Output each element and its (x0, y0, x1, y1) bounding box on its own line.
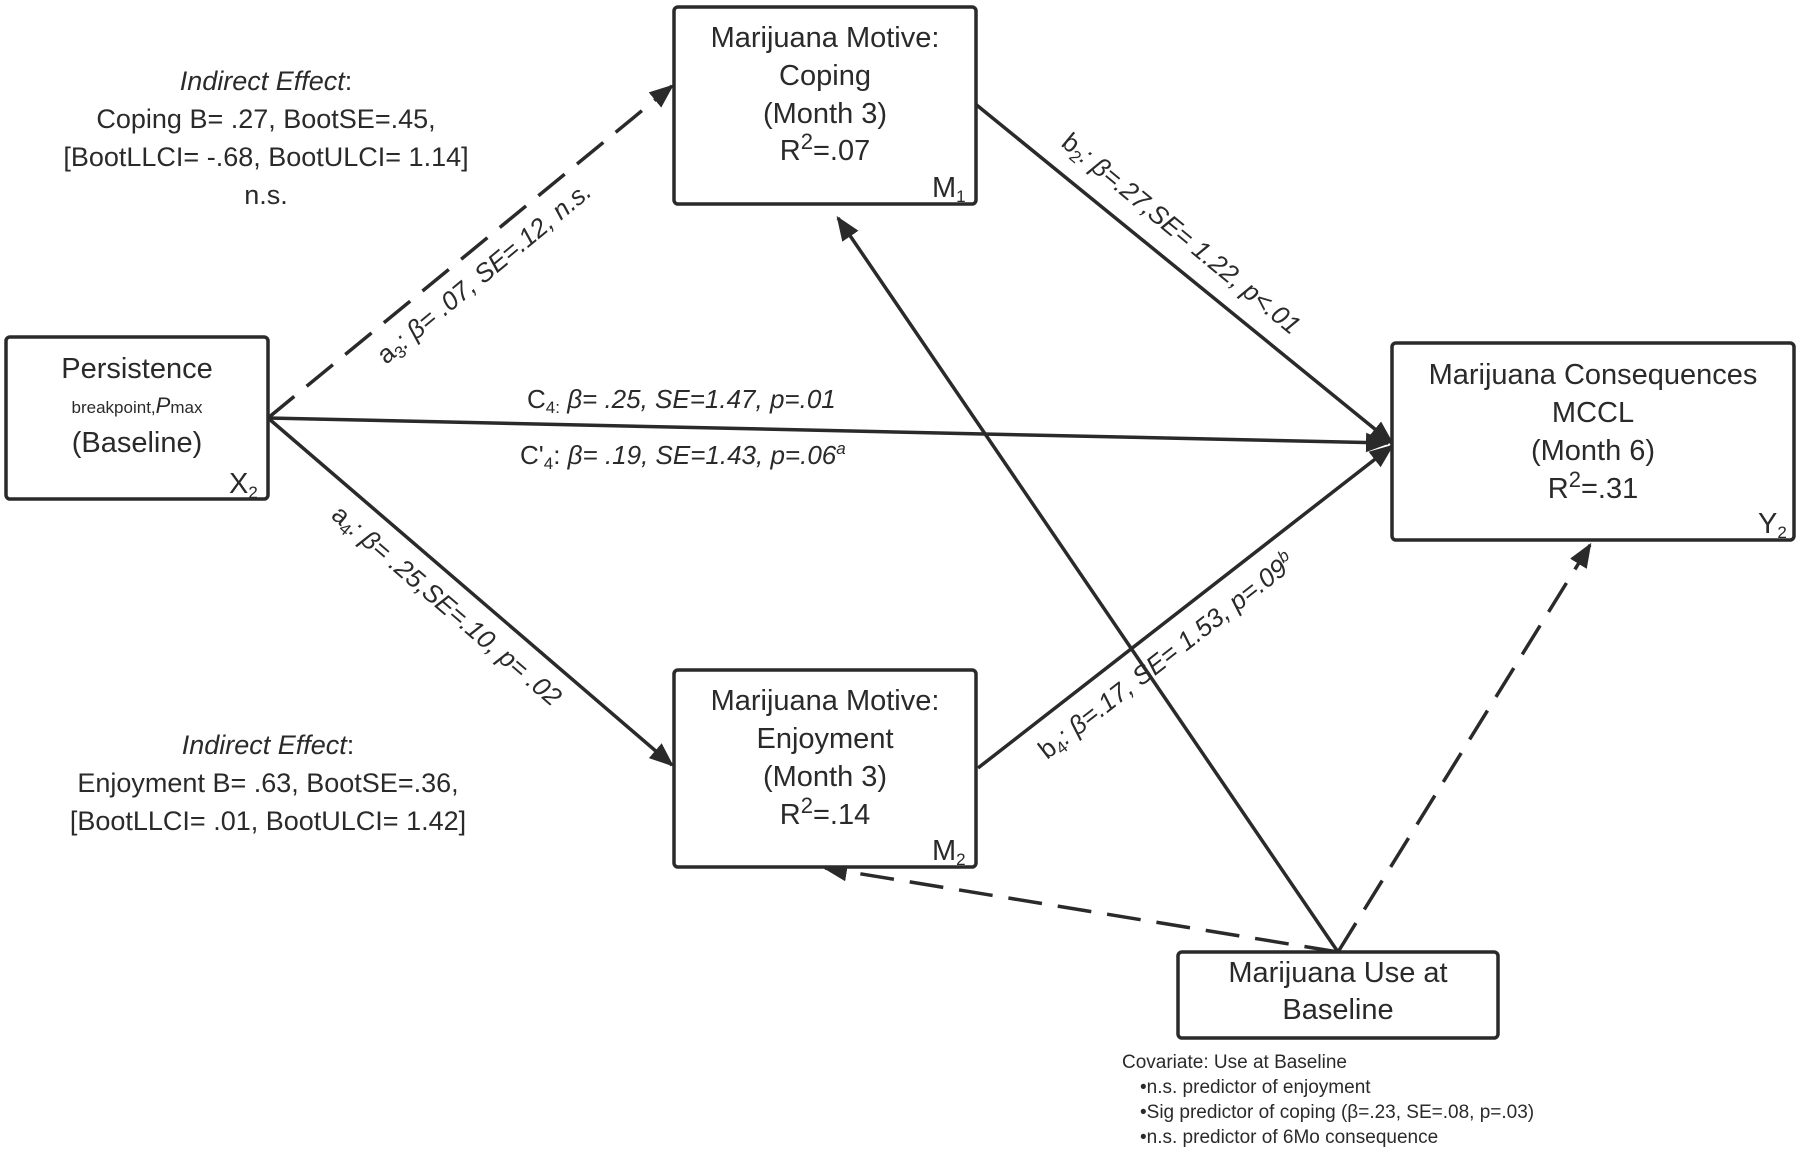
node-coping-r2: R2=.07 (780, 129, 870, 167)
node-coping-line3: (Month 3) (763, 98, 887, 130)
node-coping-line2: Coping (779, 60, 871, 92)
node-consequences-tag: Y2 (1758, 508, 1787, 542)
path-a4 (266, 416, 674, 767)
path-cov-to-y2-dashed (1336, 542, 1592, 953)
path-c4 (267, 416, 1391, 453)
node-consequences: Marijuana Consequences MCCL (Month 6) R2… (1390, 341, 1796, 542)
path-a3-dashed (266, 84, 674, 420)
path-c4-prime-label: C'4: β= .19, SE=1.43, p=.06a (520, 439, 846, 473)
covariate-item: •Sig predictor of coping (β=.23, SE=.08,… (1140, 1102, 1534, 1123)
path-b4-label: b4: β=.17, SE= 1.53, p=.09b (1032, 546, 1303, 767)
indirect-coping-line2: [BootLLCI= -.68, BootULCI= 1.14] (63, 142, 468, 172)
path-a4-label: a4: β= .25,SE=.10, p= .02 (324, 499, 568, 715)
node-consequences-line3: (Month 6) (1531, 435, 1655, 467)
covariate-note: Covariate: Use at Baseline •n.s. predict… (1122, 1052, 1534, 1148)
path-b2 (966, 96, 1394, 445)
node-consequences-line2: MCCL (1552, 397, 1634, 429)
path-b2-label: b2: β=.27,SE= 1.22, p<.01 (1054, 126, 1306, 342)
indirect-coping-line3: n.s. (244, 180, 288, 210)
indirect-effect-enjoyment-note: Indirect Effect: Enjoyment B= .63, BootS… (70, 730, 466, 836)
indirect-enjoyment-heading: Indirect Effect: (182, 730, 355, 760)
node-persistence: Persistence breakpoint,Pmax (Baseline) X… (4, 335, 270, 502)
node-enjoyment-r2: R2=.14 (780, 793, 870, 831)
node-consequences-r2: R2=.31 (1548, 467, 1638, 505)
node-enjoyment-line3: (Month 3) (763, 761, 887, 793)
indirect-coping-line1: Coping B= .27, BootSE=.45, (96, 104, 435, 134)
node-enjoyment-line1: Marijuana Motive: (711, 685, 940, 717)
node-coping-tag: M1 (932, 172, 966, 206)
path-cov-to-m2-dashed (822, 861, 1339, 954)
node-persistence-time: (Baseline) (72, 427, 203, 459)
node-use-line1: Marijuana Use at (1228, 957, 1447, 989)
path-a3-label: a3: β= .07, SE=.12, n.s. (371, 176, 599, 372)
path-c4-label: C4: β= .25, SE=1.47, p=.01 (527, 384, 836, 417)
node-marijuana-use-baseline: Marijuana Use at Baseline (1176, 950, 1500, 1040)
indirect-effect-coping-note: Indirect Effect: Coping B= .27, BootSE=.… (63, 66, 468, 210)
path-cov-to-m1 (836, 215, 1340, 953)
indirect-coping-heading: Indirect Effect: (180, 66, 353, 96)
path-b4 (976, 444, 1394, 770)
node-enjoyment-motive: Marijuana Motive: Enjoyment (Month 3) R2… (672, 668, 978, 869)
node-persistence-tag: X2 (229, 468, 258, 502)
node-coping-line1: Marijuana Motive: (711, 22, 940, 54)
covariate-heading: Covariate: Use at Baseline (1122, 1052, 1347, 1073)
node-coping-motive: Marijuana Motive: Coping (Month 3) R2=.0… (672, 5, 978, 206)
node-persistence-title: Persistence (61, 353, 213, 385)
covariate-item: •n.s. predictor of enjoyment (1140, 1077, 1371, 1098)
indirect-enjoyment-line2: [BootLLCI= .01, BootULCI= 1.42] (70, 806, 466, 836)
node-enjoyment-tag: M2 (932, 835, 966, 869)
node-use-line2: Baseline (1282, 994, 1393, 1026)
node-persistence-subtitle: breakpoint,Pmax (72, 393, 203, 418)
node-enjoyment-line2: Enjoyment (756, 723, 893, 755)
covariate-item: •n.s. predictor of 6Mo consequence (1140, 1127, 1438, 1148)
indirect-enjoyment-line1: Enjoyment B= .63, BootSE=.36, (77, 768, 458, 798)
node-consequences-line1: Marijuana Consequences (1429, 359, 1758, 391)
